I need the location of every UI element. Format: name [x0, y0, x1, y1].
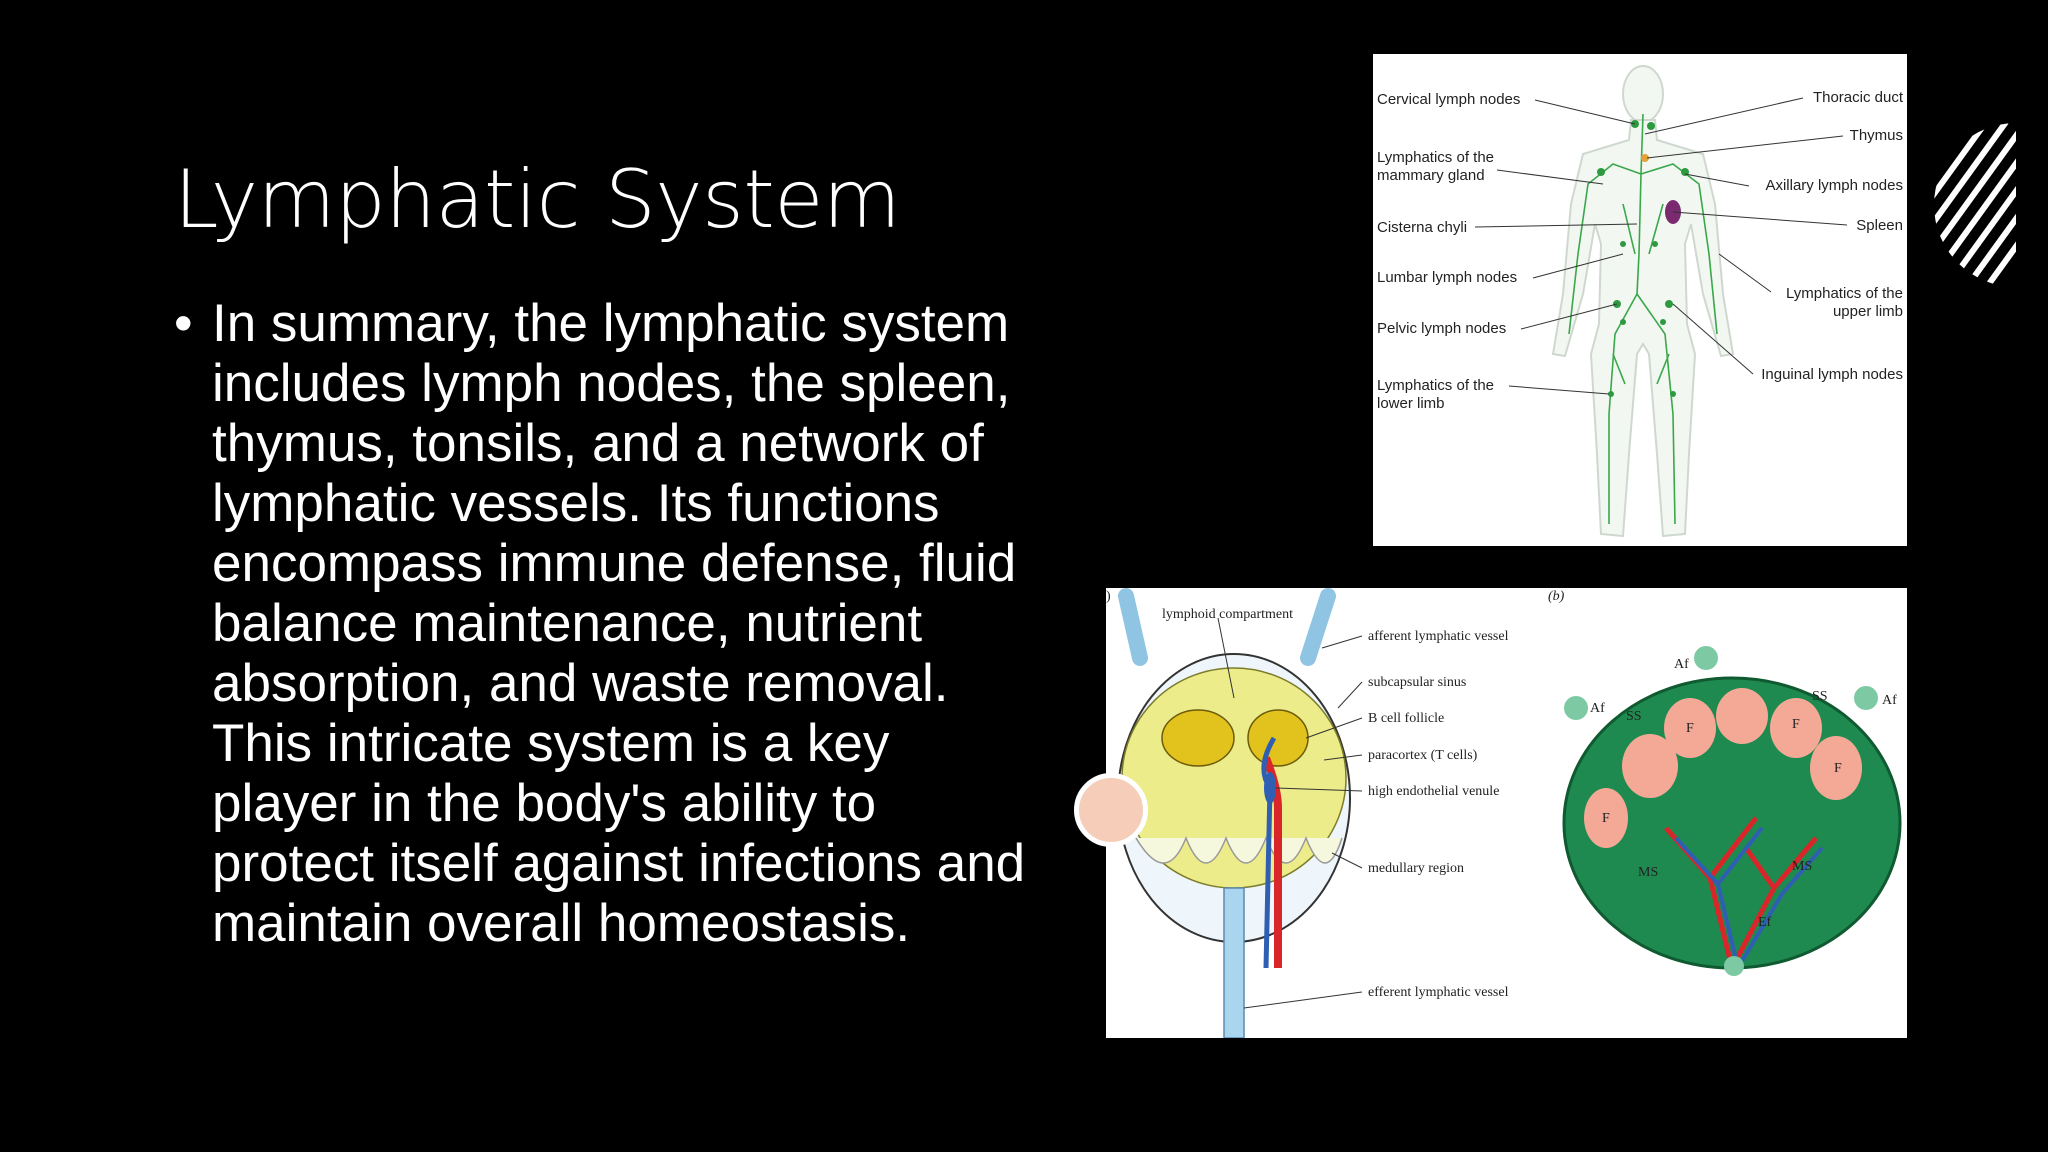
- lymphatic-body-figure: Cervical lymph nodes Lymphatics of the m…: [1373, 54, 1907, 546]
- label-upper-1: Lymphatics of the: [1786, 285, 1903, 302]
- label-pelvic: Pelvic lymph nodes: [1377, 320, 1506, 337]
- label-af-left: Af: [1590, 701, 1605, 716]
- label-ef: Ef: [1758, 915, 1772, 930]
- label-spleen: Spleen: [1856, 217, 1903, 234]
- label-leader-lines: [1474, 97, 1848, 395]
- label-ms-right: MS: [1792, 859, 1812, 874]
- lymph-node-illustration: ) (b) lymphoid compartment af: [1106, 588, 1902, 1038]
- label-lumbar: Lumbar lymph nodes: [1377, 269, 1517, 286]
- peach-circle-decoration: [1074, 773, 1148, 847]
- lymph-node-figure: ) (b) lymphoid compartment af: [1106, 588, 1907, 1038]
- panel-b-mark: (b): [1548, 589, 1565, 604]
- label-thymus: Thymus: [1850, 127, 1903, 144]
- label-lymphoid: lymphoid compartment: [1162, 607, 1293, 622]
- label-f-2: F: [1792, 717, 1800, 732]
- label-thoracic: Thoracic duct: [1813, 89, 1904, 106]
- label-lower-1: Lymphatics of the: [1377, 377, 1494, 394]
- label-paracortex: paracortex (T cells): [1368, 748, 1478, 763]
- label-afferent: afferent lymphatic vessel: [1368, 629, 1509, 644]
- label-inguinal: Inguinal lymph nodes: [1761, 366, 1903, 383]
- label-upper-2: upper limb: [1833, 303, 1903, 320]
- node-schematic-a: [1117, 588, 1351, 1038]
- label-f-3: F: [1834, 761, 1842, 776]
- label-f-4: F: [1602, 811, 1610, 826]
- label-ss-right: SS: [1812, 689, 1828, 704]
- label-axillary: Axillary lymph nodes: [1765, 177, 1903, 194]
- lymphatic-body-illustration: Cervical lymph nodes Lymphatics of the m…: [1377, 65, 1904, 538]
- label-mammary-1: Lymphatics of the: [1377, 149, 1494, 166]
- slide-title: Lymphatic System: [174, 153, 901, 246]
- node-section-b: [1562, 646, 1902, 976]
- label-ss-left: SS: [1626, 709, 1642, 724]
- label-af-top: Af: [1674, 657, 1689, 672]
- label-af-right: Af: [1882, 693, 1897, 708]
- node-leader-lines: [1217, 617, 1363, 1009]
- label-mammary-2: mammary gland: [1377, 167, 1485, 184]
- panel-a-mark: ): [1106, 589, 1111, 604]
- label-hev: high endothelial venule: [1368, 784, 1499, 799]
- bullet-text: In summary, the lymphatic system include…: [212, 294, 1026, 953]
- striped-circle-decoration: [1934, 123, 2016, 287]
- label-lower-2: lower limb: [1377, 395, 1445, 412]
- body-silhouette: [1551, 65, 1735, 538]
- label-medullary: medullary region: [1368, 861, 1464, 876]
- lymph-vessel-network: [1568, 113, 1718, 525]
- bullet-marker: •: [174, 294, 193, 353]
- label-cisterna: Cisterna chyli: [1377, 219, 1467, 236]
- label-cervical: Cervical lymph nodes: [1377, 91, 1520, 108]
- label-ms-left: MS: [1638, 865, 1658, 880]
- thymus-mark: [1641, 154, 1649, 162]
- label-efferent: efferent lymphatic vessel: [1368, 985, 1509, 1000]
- label-bcell: B cell follicle: [1368, 711, 1444, 726]
- label-subcapsular: subcapsular sinus: [1368, 675, 1466, 690]
- label-f-1: F: [1686, 721, 1694, 736]
